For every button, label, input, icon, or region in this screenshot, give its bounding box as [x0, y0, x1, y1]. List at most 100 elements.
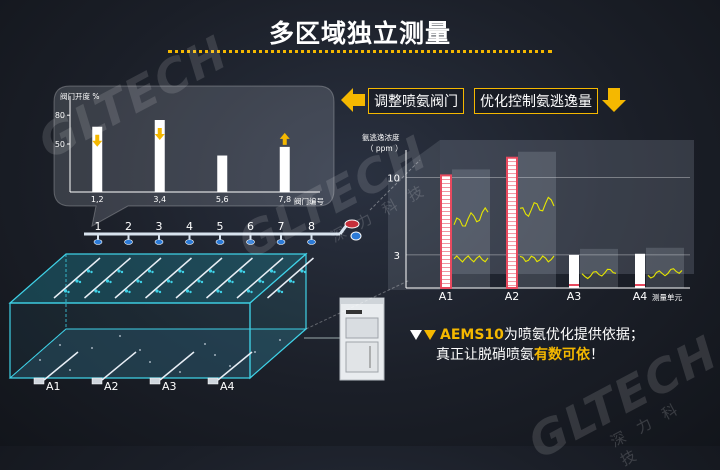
aems-note-line2: 真正让脱硝喷氨有数可依！ [410, 345, 644, 365]
slip-bar-A3 [569, 254, 579, 288]
spray-nozzle-icon [280, 290, 284, 294]
particle [214, 354, 216, 356]
spray-nozzle-icon [231, 280, 234, 284]
valve-number: 1 [95, 220, 102, 233]
valve-bar-3 [217, 155, 228, 192]
trend-line [453, 206, 489, 227]
spray-nozzle-icon [136, 279, 140, 283]
valve-chart-xtick: 3,4 [153, 195, 166, 204]
sampling-probe [159, 351, 195, 381]
spray-nozzle-icon [277, 289, 281, 293]
aems-product-name: AEMS10 [440, 327, 504, 343]
slip-chart-xtick: A1 [439, 290, 454, 303]
valve-chart-xlabel: 阀门编号 [294, 196, 324, 206]
valve-icon [93, 239, 103, 245]
adjust-valve-label: 调整喷氨阀门 [368, 88, 464, 114]
valve-chart-xtick: 7,8 [278, 195, 291, 204]
aems-note-text1: 为喷氨优化提供依据； [503, 327, 644, 343]
spray-nozzle-icon [212, 270, 215, 274]
spray-nozzle-icon [300, 269, 304, 273]
spray-nozzle-icon [139, 280, 143, 284]
spray-nozzle-icon [109, 280, 112, 284]
spray-nozzle-icon [288, 279, 293, 283]
optimize-slip-label: 优化控制氨逃逸量 [474, 88, 598, 114]
spray-nozzle-icon [219, 290, 223, 294]
valve-icon [246, 239, 255, 245]
trend-panel [580, 248, 618, 288]
spray-lance [53, 257, 101, 299]
zone-label: A3 [162, 380, 177, 393]
spray-nozzle-icon [246, 289, 251, 293]
spray-nozzle-icon [239, 269, 243, 273]
spray-nozzle-icon [178, 269, 182, 273]
zone-label: A2 [104, 380, 119, 393]
spray-nozzle-icon [155, 289, 159, 293]
spray-nozzle-icon [261, 280, 265, 284]
spray-nozzle-icon [303, 270, 307, 274]
particle [69, 369, 71, 371]
trend-line-low [453, 255, 489, 263]
slip-chart-xtick: A4 [633, 290, 648, 303]
particle [139, 349, 141, 351]
spray-lance [145, 257, 192, 299]
spray-nozzle-icon [63, 289, 68, 293]
slip-bar-A1 [440, 174, 452, 289]
spray-nozzle-icon [105, 279, 110, 283]
valve-icon [215, 239, 225, 245]
spray-nozzle-icon [78, 280, 82, 284]
slip-bar-A2 [506, 156, 518, 289]
increase-arrow-icon [279, 132, 290, 145]
probe-head-icon [207, 377, 219, 385]
spray-nozzle-icon [292, 280, 295, 284]
spray-lance [84, 257, 131, 299]
analyzer-cabinet [304, 297, 385, 381]
aems-note-text2: 真正让脱硝喷氨 [436, 347, 534, 363]
spray-nozzle-icon [200, 280, 204, 284]
spray-nozzle-icon [97, 290, 101, 294]
spray-nozzle-icon [128, 290, 131, 294]
zone-label: A1 [46, 380, 61, 393]
valve-icon [154, 239, 164, 245]
slip-chart-xtick: A3 [567, 290, 582, 303]
spray-nozzle-icon [124, 289, 129, 293]
probe-head-icon [33, 377, 45, 385]
trend-panel [452, 169, 490, 288]
valve-number: 3 [156, 220, 163, 233]
valve-icon [185, 239, 194, 245]
slip-chart-ylabel-unit: （ ppm ） [366, 144, 403, 153]
trend-panel [646, 247, 684, 288]
trend-panel [518, 151, 556, 288]
slip-chart-xlabel: 测量单元 [652, 292, 682, 302]
spray-nozzle-icon [90, 270, 93, 274]
valve-chart-ytick: 80 [55, 111, 65, 120]
note-arrow-icon [410, 330, 422, 340]
particle [229, 365, 231, 367]
zone-label: A4 [220, 380, 235, 393]
valve-number: 4 [186, 220, 193, 233]
spray-nozzle-icon [67, 290, 70, 294]
spray-nozzle-icon [242, 270, 246, 274]
slip-chart-ytick: 3 [394, 251, 400, 262]
spray-nozzle-icon [117, 269, 121, 273]
valve-bar-1 [92, 126, 103, 192]
decrease-arrow-icon [92, 134, 103, 147]
spray-nozzle-icon [250, 290, 253, 294]
spray-nozzle-icon [208, 269, 213, 273]
spray-nozzle-icon [181, 270, 185, 274]
aems-note-highlight: 有数可依 [534, 347, 590, 363]
sampling-probe [217, 351, 253, 381]
valve-number: 7 [278, 220, 285, 233]
spray-lance [206, 257, 253, 299]
slip-chart-ylabel: 氨逃逸浓度 [362, 132, 400, 142]
valve-number: 2 [125, 220, 132, 233]
flow-meter-icon [350, 231, 362, 241]
valve-chart-ylabel: 阀门开度 % [60, 91, 100, 101]
page-title: 多区域独立测量 [268, 19, 451, 48]
aems-note-line1: AEMS10为喷氨优化提供依据； [410, 325, 644, 345]
spray-nozzle-icon [94, 289, 98, 293]
inlet-valve-icon [344, 219, 360, 229]
particle [119, 335, 121, 337]
valve-chart-xtick: 1,2 [91, 195, 104, 204]
